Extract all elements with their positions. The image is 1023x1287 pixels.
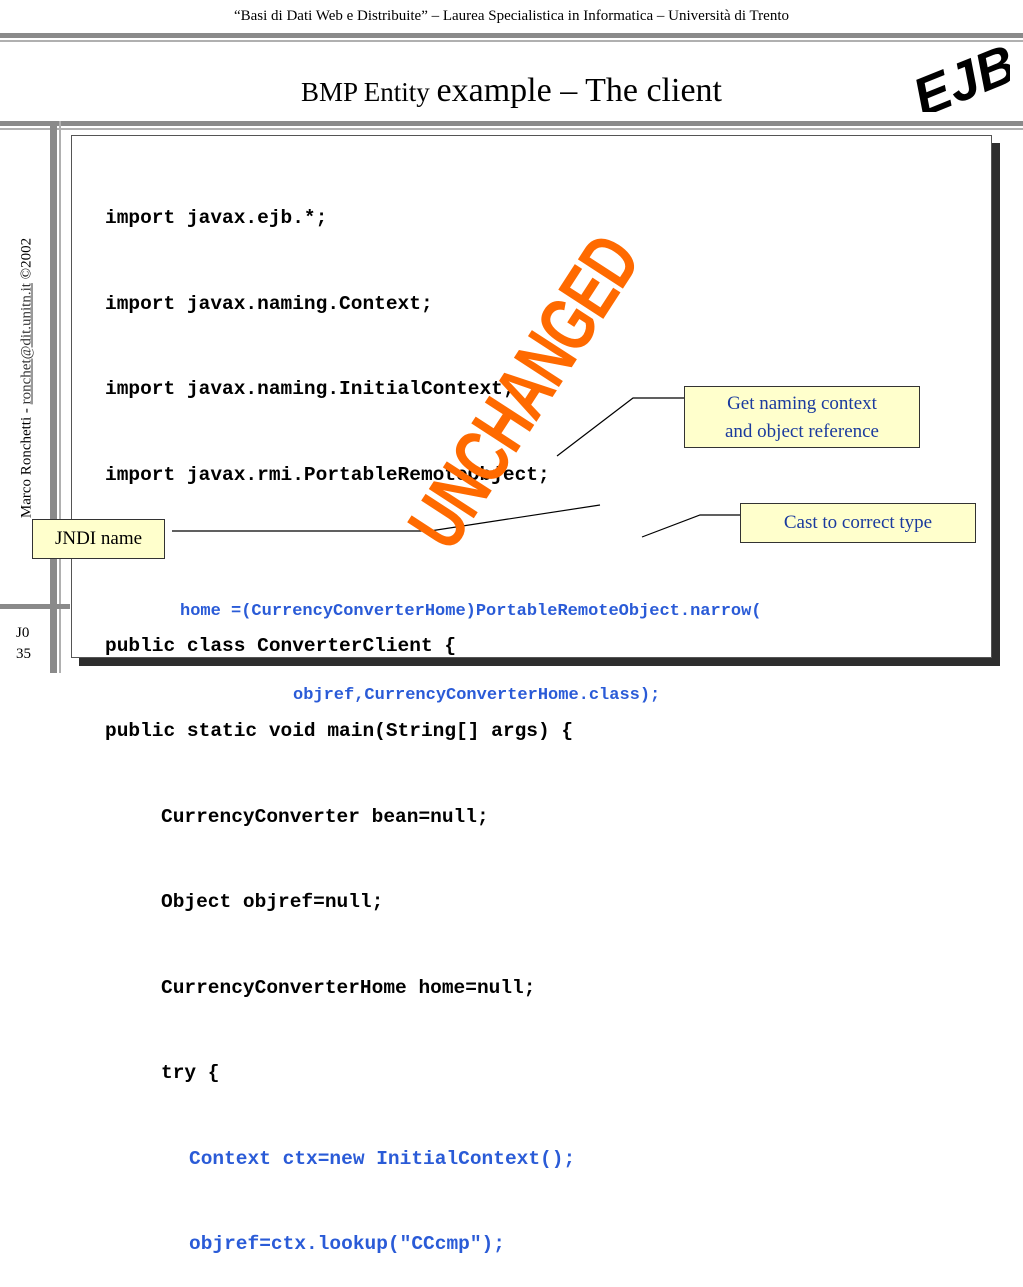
code-line-lookup: objref=ctx.lookup("CCcmp");: [189, 1233, 505, 1255]
code-line: import javax.ejb.*;: [105, 207, 328, 229]
slide-title: BMP Entity example – The client: [0, 72, 1023, 110]
code-line: public class ConverterClient {: [105, 634, 457, 657]
naming-callout: Get naming context and object reference: [684, 386, 920, 448]
code-line: CurrencyConverter bean=null;: [161, 805, 489, 828]
title-rule-thin: [0, 128, 1023, 130]
slide-number: J0 35: [16, 623, 31, 665]
course-header: “Basi di Dati Web e Distribuite” – Laure…: [233, 8, 790, 24]
code-line: Object objref=null;: [161, 891, 384, 913]
title-rule: [0, 121, 1023, 126]
code-line-narrow: home =(CurrencyConverterHome)PortableRem…: [180, 602, 762, 621]
code-line: import javax.naming.InitialContext;: [105, 378, 515, 400]
header-rule: [0, 33, 1023, 38]
naming-callout-line-1: Get naming context: [727, 393, 877, 414]
code-line: import javax.rmi.PortableRemoteObject;: [105, 463, 550, 486]
side-bar: [50, 121, 57, 673]
cast-leader-line: [641, 514, 740, 538]
jndi-leader-line: [172, 504, 601, 532]
code-line-narrow-args: objref,CurrencyConverterHome.class);: [293, 686, 661, 705]
naming-callout-line-2: and object reference: [724, 421, 879, 442]
footer-rule: [0, 604, 70, 609]
title-part-1: BMP Entity: [301, 77, 437, 107]
title-part-2: example – The client: [436, 72, 722, 109]
naming-leader-line: [556, 397, 684, 457]
cast-callout: Cast to correct type: [740, 503, 976, 543]
slide-series: J0: [16, 625, 30, 641]
slide-page: 35: [16, 646, 31, 662]
side-bar-thin: [59, 121, 61, 673]
callout-leader-lines: [172, 397, 740, 538]
code-block-narrow: home =(CurrencyConverterHome)PortableRem…: [180, 542, 762, 738]
code-line-context: Context ctx=new InitialContext();: [189, 1147, 576, 1170]
code-line: CurrencyConverterHome home=null;: [161, 976, 536, 999]
code-line: try {: [161, 1062, 220, 1084]
header-rule-thin: [0, 40, 1023, 42]
ejb-logo: EJB: [904, 33, 1010, 112]
code-line: import javax.naming.Context;: [105, 292, 433, 315]
jndi-callout: JNDI name: [32, 519, 165, 559]
